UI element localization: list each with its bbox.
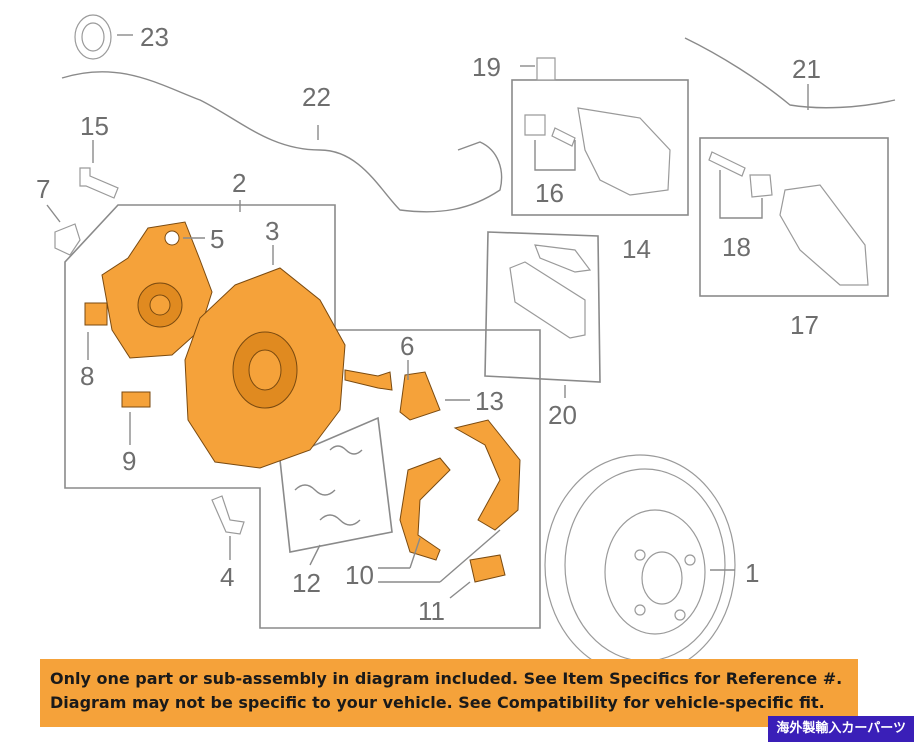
watermark-tag: 海外製輸入カーパーツ <box>768 716 914 742</box>
callout-3: 3 <box>265 216 279 246</box>
disclaimer-line-1: Only one part or sub-assembly in diagram… <box>50 669 843 688</box>
part-23-seal <box>74 14 112 60</box>
backing-plate <box>184 267 346 469</box>
part-4-bolt <box>211 495 245 535</box>
callout-12: 12 <box>292 568 321 598</box>
pad-box-20 <box>484 231 601 383</box>
part-10-shoe-2 <box>453 419 521 531</box>
disclaimer-banner: Only one part or sub-assembly in diagram… <box>40 659 858 727</box>
callout-20: 20 <box>548 400 577 430</box>
callout-16: 16 <box>535 178 564 208</box>
assembly-outline-2 <box>64 204 541 629</box>
part-6-bolt <box>344 369 393 391</box>
part-caliper-body <box>577 107 671 196</box>
part-22-sensor-wire <box>61 71 503 213</box>
callout-9: 9 <box>122 446 136 476</box>
callout-8: 8 <box>80 361 94 391</box>
callout-10: 10 <box>345 560 374 590</box>
part-pads <box>509 244 592 339</box>
callout-18: 18 <box>722 232 751 262</box>
part-16-pins <box>524 114 576 147</box>
spring-kit-box-12 <box>279 416 393 553</box>
part-15-bolt <box>79 167 119 199</box>
part-springs <box>294 445 363 526</box>
part-9-clip <box>121 391 151 408</box>
disclaimer-line-2: Diagram may not be specific to your vehi… <box>50 693 825 712</box>
callout-7: 7 <box>36 174 50 204</box>
callout-4: 4 <box>220 562 234 592</box>
part-11-sensor <box>469 554 506 583</box>
part-10-shoe <box>399 457 451 561</box>
callout-5: 5 <box>210 224 224 254</box>
callout-6: 6 <box>400 331 414 361</box>
part-18-pins <box>708 151 773 198</box>
callout-1: 1 <box>745 558 759 588</box>
callout-14: 14 <box>622 234 651 264</box>
bracket-box-17 <box>699 137 889 297</box>
callout-19: 19 <box>472 52 501 82</box>
part-13-lever <box>399 371 441 421</box>
knuckle <box>101 221 213 359</box>
part-8-clip <box>84 302 108 326</box>
callout-15: 15 <box>80 111 109 141</box>
part-19-bolt <box>536 57 556 81</box>
leader-lines <box>46 34 809 599</box>
brake-rotor <box>544 454 736 676</box>
caliper-box-14 <box>511 79 689 216</box>
callout-21: 21 <box>792 54 821 84</box>
callout-13: 13 <box>475 386 504 416</box>
part-7-clip <box>54 223 81 256</box>
callout-23: 23 <box>140 22 169 52</box>
callout-2: 2 <box>232 168 246 198</box>
callout-17: 17 <box>790 310 819 340</box>
callout-11: 11 <box>418 596 445 626</box>
part-bracket <box>779 184 869 286</box>
callout-22: 22 <box>302 82 331 112</box>
part-21-sensor-wire <box>684 37 896 109</box>
